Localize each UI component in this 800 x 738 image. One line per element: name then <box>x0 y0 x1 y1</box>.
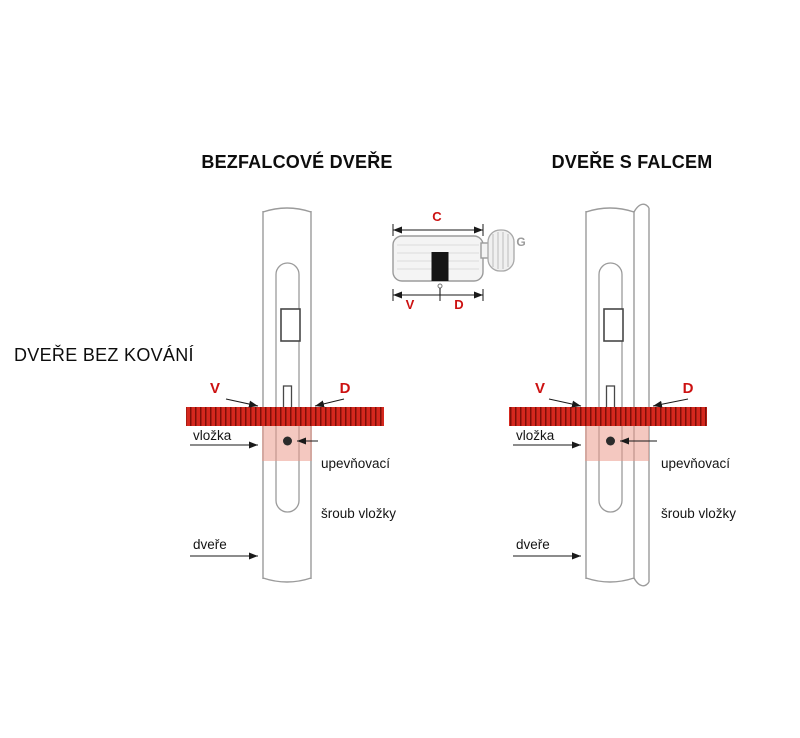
right-screw-label-line2: šroub vložky <box>661 505 737 521</box>
cylinder-zone-highlight <box>585 425 649 461</box>
cam-center-dot <box>437 283 443 289</box>
fixing-screw <box>283 436 292 446</box>
door-outline <box>585 207 635 583</box>
thumbturn-knob <box>487 229 515 272</box>
dim-d-leader <box>652 398 689 408</box>
cylinder-dim-d-label: D <box>454 297 464 312</box>
right-screw-label-line1: upevňovací <box>661 456 731 471</box>
left-door-diagram <box>186 207 384 583</box>
left-screw-label-line2: šroub vložky <box>321 505 397 521</box>
knob-g-label: G <box>516 235 526 249</box>
fixing-screw <box>606 436 615 446</box>
cylinder-dimension-diagram <box>392 224 515 301</box>
rebate-edge <box>633 203 650 587</box>
left-diagram-title: BEZFALCOVÉ DVEŘE <box>201 152 393 172</box>
left-cylinder-label: vložka <box>193 428 232 443</box>
dim-d-leader <box>314 398 345 408</box>
left-screw-label: upevňovací šroub vložky <box>321 423 413 555</box>
ruler <box>186 407 384 426</box>
latch <box>603 308 624 342</box>
knob-ridges <box>492 232 509 269</box>
cylinder-dim-v-label: V <box>405 297 415 312</box>
right-screw-label: upevňovací šroub vložky <box>661 423 753 555</box>
cylinder-dim-c-label: C <box>432 209 442 224</box>
right-door-diagram <box>509 203 707 587</box>
dim-v-leader <box>548 398 582 408</box>
left-door-label: dveře <box>193 537 227 552</box>
cylinder-cam <box>431 252 449 281</box>
right-door-dim-d-label: D <box>682 380 694 397</box>
right-door-label: dveře <box>516 537 550 552</box>
side-label-no-hardware: DVEŘE BEZ KOVÁNÍ <box>14 345 194 365</box>
left-door-dim-v-label: V <box>209 380 220 397</box>
left-screw-label-line1: upevňovací <box>321 456 391 471</box>
left-door-dim-d-label: D <box>339 380 351 397</box>
dim-v-leader <box>225 398 259 408</box>
right-diagram-title: DVEŘE S FALCEM <box>551 152 713 172</box>
latch <box>280 308 301 342</box>
door-outline <box>262 207 312 583</box>
right-cylinder-label: vložka <box>516 428 555 443</box>
right-door-dim-v-label: V <box>534 380 545 397</box>
ruler <box>509 407 707 426</box>
